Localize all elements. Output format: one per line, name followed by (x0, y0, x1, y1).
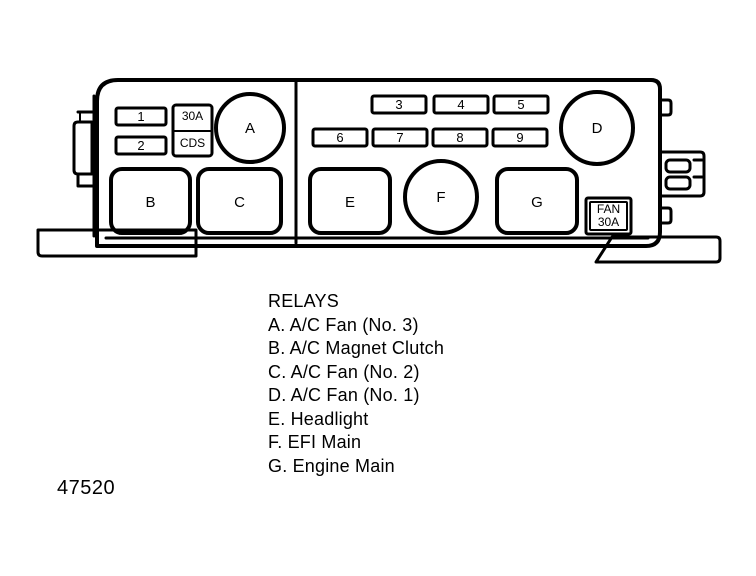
relay-c-label: C (234, 194, 245, 211)
relay-legend: RELAYS A. A/C Fan (No. 3) B. A/C Magnet … (268, 290, 444, 478)
relay-d-label: D (592, 120, 603, 137)
legend-item-a: A. A/C Fan (No. 3) (268, 314, 419, 335)
fuse-slot-9-label: 9 (516, 130, 523, 145)
relay-b-label: B (145, 194, 155, 211)
fuse-slot-2-label: 2 (137, 138, 144, 153)
legend-item-c: C. A/C Fan (No. 2) (268, 361, 420, 382)
fuse-slot-8[interactable]: 8 (431, 127, 489, 148)
fuse-slot-4-label: 4 (457, 97, 464, 112)
fuse-slot-3-label: 3 (395, 97, 402, 112)
fuse-slot-7[interactable]: 7 (371, 127, 429, 148)
relay-g-label: G (531, 194, 543, 211)
legend-item-f: F. EFI Main (268, 432, 362, 452)
mounting-flange-left (36, 228, 198, 258)
relay-socket-e[interactable]: E (308, 167, 392, 235)
relay-e-label: E (345, 194, 355, 211)
legend-title: RELAYS (268, 291, 339, 311)
relay-a-label: A (245, 120, 255, 137)
right-connector (658, 98, 706, 225)
relay-socket-d[interactable]: D (559, 90, 635, 166)
fuse-slot-5[interactable]: 5 (492, 94, 550, 115)
fuse-slot-6[interactable]: 6 (311, 127, 369, 148)
fuse-slot-7-label: 7 (396, 130, 403, 145)
relay-socket-a[interactable]: A (214, 92, 286, 164)
legend-item-b: B. A/C Magnet Clutch (268, 338, 445, 358)
fuse-slot-9[interactable]: 9 (491, 127, 549, 148)
relay-socket-b[interactable]: B (109, 167, 192, 235)
fuse-slot-4[interactable]: 4 (432, 94, 490, 115)
fuse-slot-1[interactable]: 1 (114, 106, 168, 127)
fuse-slot-3[interactable]: 3 (370, 94, 428, 115)
relay-socket-c[interactable]: C (196, 167, 283, 235)
relay-f-label: F (436, 189, 445, 206)
cds-fuse-block[interactable]: 30A CDS (171, 103, 214, 158)
fuse-slot-8-label: 8 (456, 130, 463, 145)
legend-item-g: G. Engine Main (268, 455, 395, 476)
fan-fuse-block[interactable]: FAN 30A (584, 196, 633, 236)
legend-item-e: E. Headlight (268, 408, 369, 429)
relay-socket-g[interactable]: G (495, 167, 579, 235)
fan-amp-label: 30A (598, 215, 619, 229)
fuse-slot-1-label: 1 (137, 109, 144, 124)
cds-name-label: CDS (180, 136, 205, 150)
left-connector (72, 94, 96, 238)
cds-amp-label: 30A (182, 109, 203, 123)
fan-name-label: FAN (597, 202, 620, 216)
fuse-slot-2[interactable]: 2 (114, 135, 168, 156)
relay-socket-f[interactable]: F (403, 159, 479, 235)
legend-item-d: D. A/C Fan (No. 1) (268, 385, 420, 405)
fuse-slot-5-label: 5 (517, 97, 524, 112)
fuse-slot-6-label: 6 (336, 130, 343, 145)
housing-outline (95, 78, 662, 248)
part-number: 47520 (57, 477, 116, 499)
mounting-flange-right (594, 235, 722, 264)
